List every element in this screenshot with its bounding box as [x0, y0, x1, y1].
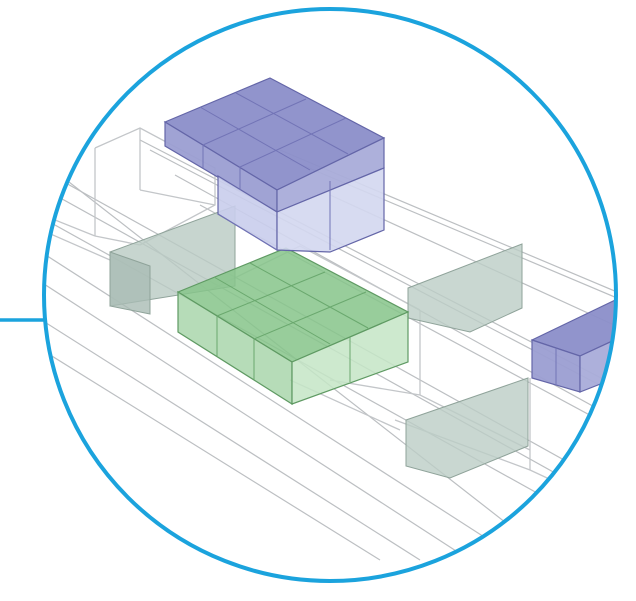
grey-panel-bottom [405, 377, 529, 479]
callout-ring [42, 7, 618, 583]
green-pallet-stack [176, 247, 410, 406]
blue-pallet-stack [163, 77, 386, 253]
